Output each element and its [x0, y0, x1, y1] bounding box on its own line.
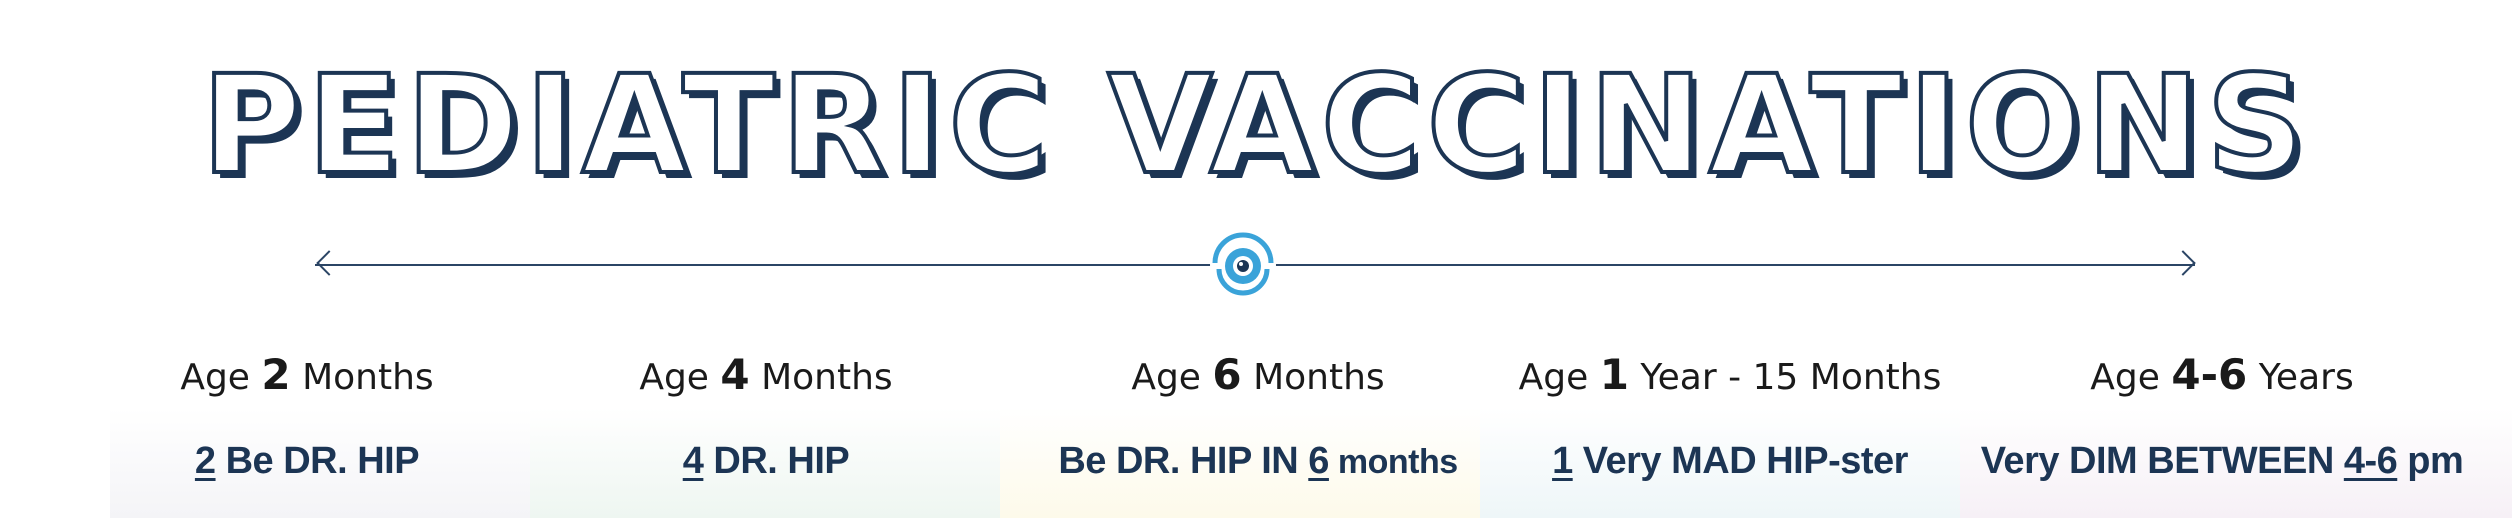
page-title: PEDIATRIC VACCINATIONS: [200, 47, 2311, 205]
eye-badge-icon: [1210, 232, 1276, 298]
mnemonic-number: 4-6: [2343, 440, 2398, 482]
column-bg-2-months: [110, 408, 530, 518]
age-number: 4: [720, 350, 750, 399]
age-label-6-months: Age 6 Months: [1131, 350, 1384, 399]
mnemonic-4-6-years: Very DIM BETWEEN 4-6 pm: [1981, 440, 2464, 483]
age-label-2-months: Age 2 Months: [180, 350, 433, 399]
mnemonic-number: 4: [682, 440, 704, 482]
age-number: 1: [1599, 350, 1629, 399]
column-bg-1-year: [1480, 408, 1960, 518]
age-unit: Year - 15 Months: [1640, 357, 1942, 398]
age-prefix: Age: [2090, 357, 2160, 398]
mnemonic-number: 6: [1308, 440, 1329, 482]
mnemonic-2-months: 2 Be DR. HIP: [194, 440, 420, 483]
mnemonic-text: Be DR. HIP IN: [1058, 440, 1309, 482]
mnemonic-number: 2: [194, 440, 216, 482]
column-bg-6-months: [1000, 408, 1480, 518]
mnemonic-4-months: 4 DR. HIP: [683, 440, 850, 483]
age-unit: Years: [2258, 357, 2354, 398]
age-number: 6: [1212, 350, 1242, 399]
age-unit: Months: [761, 357, 893, 398]
mnemonic-text-end: months: [1328, 443, 1458, 481]
mnemonic-text: Be DR. HIP: [215, 440, 420, 482]
mnemonic-text-end: pm: [2397, 440, 2464, 482]
age-number: 2: [261, 350, 291, 399]
mnemonic-text: Very MAD HIP-ster: [1572, 440, 1909, 482]
column-bg-4-months: [530, 408, 1000, 518]
age-label-1-year: Age 1 Year - 15 Months: [1519, 350, 1942, 399]
age-number: 4-6: [2171, 350, 2248, 399]
age-label-4-months: Age 4 Months: [639, 350, 892, 399]
age-unit: Months: [302, 357, 434, 398]
age-label-4-6-years: Age 4-6 Years: [2090, 350, 2353, 399]
mnemonic-6-months: Be DR. HIP IN 6 months: [1058, 440, 1458, 483]
mnemonic-text: Very DIM BETWEEN: [1980, 440, 2344, 482]
age-prefix: Age: [1518, 357, 1589, 398]
age-prefix: Age: [180, 357, 250, 398]
age-unit: Months: [1253, 357, 1385, 398]
mnemonic-number: 1: [1552, 440, 1573, 482]
age-prefix: Age: [639, 357, 709, 398]
mnemonic-1-year: 1 Very MAD HIP-ster: [1552, 440, 1908, 483]
mnemonic-text: DR. HIP: [703, 440, 850, 482]
column-bg-4-6-years: [1960, 408, 2512, 518]
age-prefix: Age: [1131, 357, 1201, 398]
